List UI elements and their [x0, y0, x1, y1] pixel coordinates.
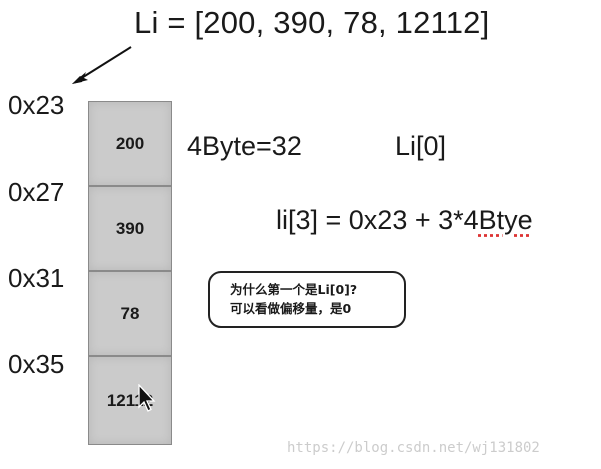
- memory-cell: 78: [88, 271, 172, 356]
- formula-prefix: li[3] = 0x23 + 3*4: [276, 205, 479, 235]
- watermark: https://blog.csdn.net/wj131802: [287, 440, 540, 456]
- offset-formula: li[3] = 0x23 + 3*4Btye: [276, 205, 533, 236]
- cell-value: 390: [115, 218, 145, 238]
- note-bubble: 为什么第一个是Li[0]? 可以看做偏移量，是0: [208, 271, 406, 328]
- address-label: 0x23: [8, 90, 65, 120]
- cell-value: 78: [120, 303, 140, 323]
- array-title: Li = [200, 390, 78, 12112]: [134, 5, 490, 40]
- memory-cell: 12112: [88, 356, 172, 445]
- cell-value: 200: [115, 133, 145, 153]
- memory-cell: 200: [88, 101, 172, 186]
- bubble-line: 可以看做偏移量，是0: [230, 301, 352, 316]
- memory-cell: 390: [88, 186, 172, 271]
- address-label: 0x27: [8, 177, 65, 207]
- bubble-line: 为什么第一个是Li[0]?: [230, 282, 358, 297]
- byte-size-note: 4Byte=32: [187, 131, 302, 161]
- address-label: 0x35: [8, 349, 65, 379]
- mouse-cursor-icon: [138, 384, 156, 412]
- formula-suffix: Btye: [478, 205, 533, 235]
- index-label: Li[0]: [395, 131, 447, 161]
- address-label: 0x31: [8, 263, 65, 293]
